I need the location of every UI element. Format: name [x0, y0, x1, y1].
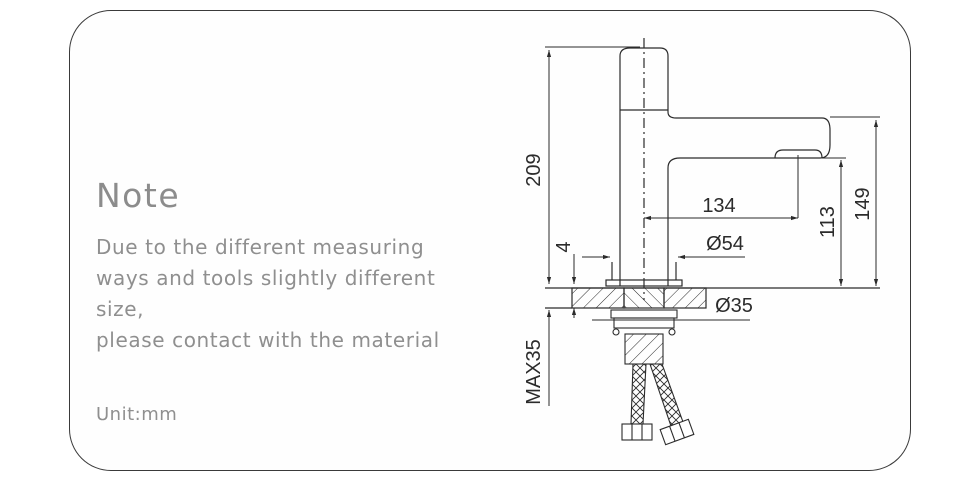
faucet-outline — [605, 38, 831, 300]
deck-section — [545, 287, 880, 309]
mounting-hardware — [592, 309, 750, 365]
dim-total-height: 209 — [523, 153, 545, 186]
supply-hoses — [621, 363, 695, 446]
dim-max-deck-thickness: MAX35 — [523, 339, 545, 405]
note-line: Due to the different measuring — [96, 235, 425, 259]
note-line: please contact with the material — [96, 328, 440, 352]
dim-shank-diameter: Ø35 — [715, 295, 753, 317]
dimension-lines — [545, 46, 880, 406]
dim-base-thickness: 4 — [553, 241, 575, 252]
note-line: ways and tools slightly different — [96, 266, 436, 290]
dim-spout-height: 113 — [817, 206, 839, 238]
content-frame — [69, 10, 911, 471]
dim-spout-top-height: 149 — [852, 187, 874, 220]
note-body: Due to the different measuring ways and … — [96, 232, 486, 356]
dim-spout-reach: 134 — [702, 195, 735, 217]
note-line: size, — [96, 297, 145, 321]
dim-base-diameter: Ø54 — [706, 233, 744, 255]
note-title: Note — [96, 176, 181, 215]
unit-label: Unit:mm — [96, 404, 178, 425]
